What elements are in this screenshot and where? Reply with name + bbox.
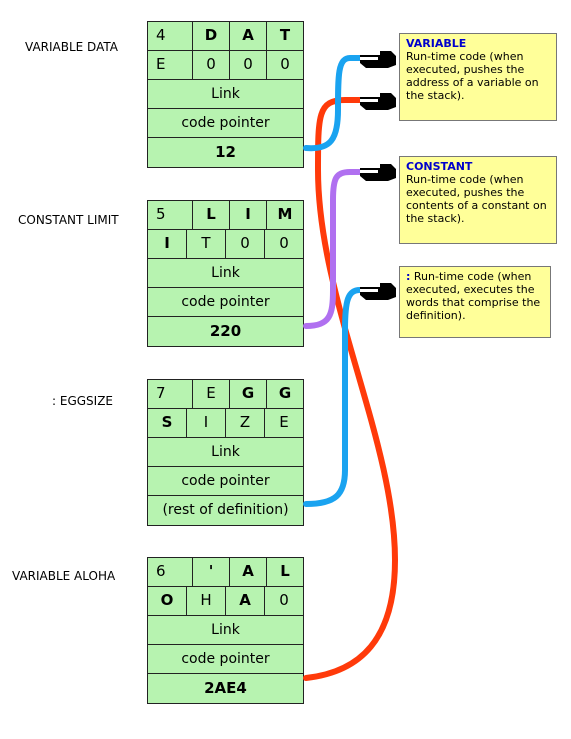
pointing-hand-icon: [360, 283, 396, 300]
name-cell: 0: [193, 51, 230, 79]
name-cell: T: [187, 230, 226, 258]
name-cell: Z: [226, 409, 265, 437]
wire-eggsize-to-colon: [303, 287, 371, 507]
note-title: VARIABLE: [406, 37, 467, 50]
name-cell: I: [148, 230, 187, 258]
code-pointer-field: code pointer: [148, 288, 303, 317]
name-cell: 0: [226, 230, 265, 258]
parameter-field: 12: [215, 143, 236, 161]
name-cell: G: [278, 384, 292, 402]
wire-data-to-variable: [303, 55, 368, 152]
pointing-hand-icon: [360, 51, 396, 68]
dictionary-entry-aloha: 6 ' A L O H A 0 Link code pointer 2AE4: [147, 557, 304, 704]
note-variable-runtime: VARIABLE Run-time code (when executed, p…: [399, 33, 557, 121]
link-field: Link: [148, 259, 303, 288]
name-cell: D: [193, 22, 230, 50]
name-cell: 6: [148, 558, 193, 586]
name-cell: A: [230, 22, 267, 50]
name-cell: L: [280, 562, 290, 580]
name-cell: L: [193, 201, 230, 229]
name-row: 6 ' A L: [148, 558, 303, 587]
name-cell: M: [277, 205, 293, 223]
name-cell: ': [193, 558, 230, 586]
pointing-hand-icon: [360, 164, 396, 181]
name-row: E 0 0 0: [148, 51, 303, 80]
dictionary-entry-eggsize: 7 E G G S I Z E Link code pointer (rest …: [147, 379, 304, 526]
name-cell: E: [279, 413, 289, 431]
name-cell: 4: [148, 22, 193, 50]
name-row: S I Z E: [148, 409, 303, 438]
name-row: I T 0 0: [148, 230, 303, 259]
name-cell: H: [187, 587, 226, 615]
note-title: CONSTANT: [406, 160, 473, 173]
name-row: O H A 0: [148, 587, 303, 616]
label-variable-aloha: VARIABLE ALOHA: [12, 569, 116, 583]
parameter-field: (rest of definition): [162, 502, 289, 518]
label-constant-limit: CONSTANT LIMIT: [18, 213, 119, 227]
name-cell: A: [226, 587, 265, 615]
dictionary-entry-data: 4 D A T E 0 0 0 Link code pointer 12: [147, 21, 304, 168]
name-cell: T: [279, 26, 291, 44]
name-cell: E: [148, 51, 193, 79]
note-text: Run-time code (when executed, executes t…: [406, 270, 541, 322]
code-pointer-field: code pointer: [148, 645, 303, 674]
name-cell: 0: [279, 234, 289, 252]
link-field: Link: [148, 438, 303, 467]
label-variable-data: VARIABLE DATA: [25, 40, 118, 54]
name-cell: G: [230, 380, 267, 408]
name-cell: S: [148, 409, 187, 437]
note-title: :: [406, 270, 411, 283]
name-cell: I: [230, 201, 267, 229]
name-cell: O: [148, 587, 187, 615]
name-cell: A: [230, 558, 267, 586]
name-cell: 0: [230, 51, 267, 79]
parameter-field: 220: [209, 322, 242, 340]
name-cell: 7: [148, 380, 193, 408]
name-row: 4 D A T: [148, 22, 303, 51]
note-constant-runtime: CONSTANT Run-time code (when executed, p…: [399, 156, 557, 244]
note-text: Run-time code (when executed, pushes the…: [406, 50, 539, 102]
name-row: 5 L I M: [148, 201, 303, 230]
dictionary-entry-limit: 5 L I M I T 0 0 Link code pointer 220: [147, 200, 304, 347]
name-cell: 5: [148, 201, 193, 229]
name-cell: 0: [280, 55, 290, 73]
code-pointer-field: code pointer: [148, 467, 303, 496]
name-cell: 0: [279, 591, 289, 609]
link-field: Link: [148, 80, 303, 109]
name-cell: I: [187, 409, 226, 437]
name-row: 7 E G G: [148, 380, 303, 409]
note-colon-runtime: : Run-time code (when executed, executes…: [399, 266, 551, 338]
name-cell: E: [193, 380, 230, 408]
parameter-field: 2AE4: [204, 679, 247, 697]
pointing-hand-icon: [360, 93, 396, 110]
code-pointer-field: code pointer: [148, 109, 303, 138]
label-eggsize: : EGGSIZE: [52, 394, 113, 408]
wire-aloha-to-variable: [303, 97, 399, 681]
note-text: Run-time code (when executed, pushes the…: [406, 173, 547, 225]
link-field: Link: [148, 616, 303, 645]
wire-limit-to-constant: [303, 169, 368, 329]
